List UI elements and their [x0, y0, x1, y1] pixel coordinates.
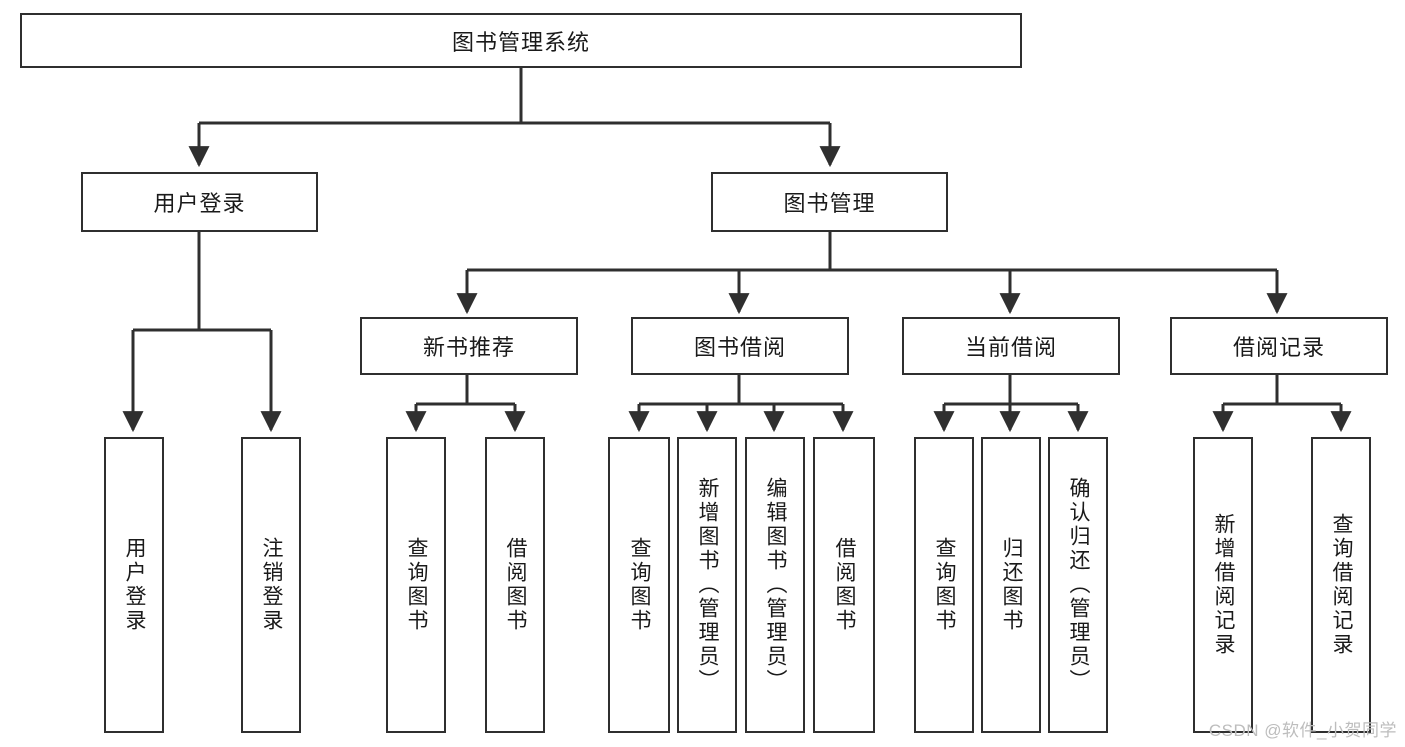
node-book-borrow[interactable]: 图书借阅: [631, 317, 849, 375]
leaf-user-login-login[interactable]: 用户登录: [104, 437, 164, 733]
node-label: 用户登录: [153, 191, 246, 216]
node-label: 新增借阅记录: [1212, 513, 1236, 657]
node-label: 新书推荐: [422, 335, 515, 360]
watermark: CSDN @软件_小贺同学: [1208, 721, 1397, 740]
node-book-management[interactable]: 图书管理: [711, 172, 948, 232]
leaf-book-borrow-borrow[interactable]: 借阅图书: [813, 437, 875, 733]
node-current-borrow[interactable]: 当前借阅: [902, 317, 1120, 375]
node-label: 借阅记录: [1232, 335, 1325, 360]
node-user-login[interactable]: 用户登录: [81, 172, 318, 232]
leaf-user-login-logout[interactable]: 注销登录: [241, 437, 301, 733]
leaf-new-book-borrow[interactable]: 借阅图书: [485, 437, 545, 733]
node-label: 借阅图书: [833, 537, 857, 633]
node-label: 图书管理: [783, 191, 876, 216]
leaf-book-borrow-add[interactable]: 新增图书（管理员）: [677, 437, 737, 733]
leaf-current-borrow-query[interactable]: 查询图书: [914, 437, 974, 733]
node-label: 查询图书: [405, 537, 429, 633]
node-label: 图书借阅: [693, 335, 786, 360]
node-label: 当前借阅: [964, 335, 1057, 360]
node-label: 新增图书（管理员）: [696, 477, 720, 693]
leaf-current-borrow-return[interactable]: 归还图书: [981, 437, 1041, 733]
node-label: 归还图书: [1000, 537, 1024, 633]
node-new-book-recommend[interactable]: 新书推荐: [360, 317, 578, 375]
node-label: 编辑图书（管理员）: [764, 477, 788, 693]
node-label: 查询图书: [628, 537, 652, 633]
node-label: 用户登录: [123, 537, 147, 633]
node-label: 确认归还（管理员）: [1067, 477, 1091, 693]
leaf-borrow-record-query[interactable]: 查询借阅记录: [1311, 437, 1371, 733]
node-label: 图书管理系统: [451, 29, 590, 55]
node-label: 注销登录: [260, 537, 284, 633]
node-label: 查询借阅记录: [1330, 513, 1354, 657]
leaf-borrow-record-add[interactable]: 新增借阅记录: [1193, 437, 1253, 733]
node-borrow-record[interactable]: 借阅记录: [1170, 317, 1388, 375]
node-label: 查询图书: [933, 537, 957, 633]
node-label: 借阅图书: [504, 537, 528, 633]
leaf-current-borrow-confirm[interactable]: 确认归还（管理员）: [1048, 437, 1108, 733]
leaf-book-borrow-edit[interactable]: 编辑图书（管理员）: [745, 437, 805, 733]
leaf-book-borrow-query[interactable]: 查询图书: [608, 437, 670, 733]
node-root-system[interactable]: 图书管理系统: [20, 13, 1022, 68]
leaf-new-book-query[interactable]: 查询图书: [386, 437, 446, 733]
